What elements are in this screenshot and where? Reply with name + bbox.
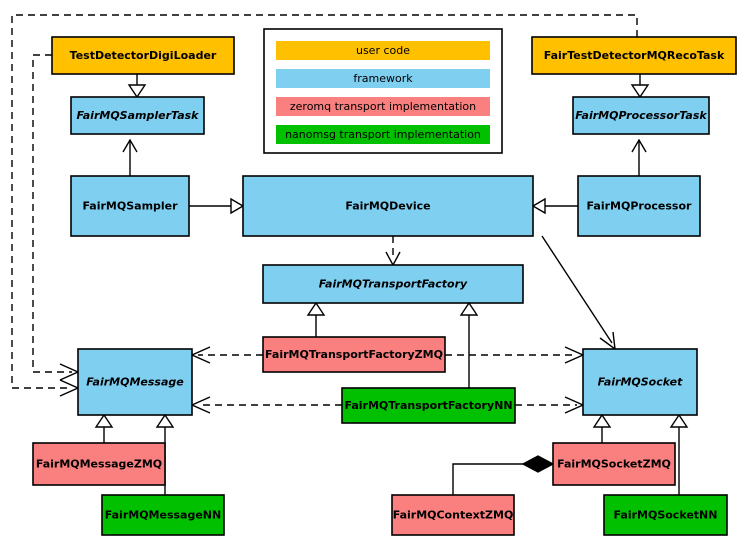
class-node-FairMQSocket[interactable]: FairMQSocket	[582, 348, 698, 416]
class-node-rect	[51, 36, 235, 75]
legend-item-1: framework	[276, 69, 490, 88]
class-node-FairMQMessageZMQ[interactable]: FairMQMessageZMQ	[32, 442, 166, 486]
class-node-rect	[101, 494, 225, 536]
class-node-label: FairMQDevice	[345, 200, 430, 213]
class-node-label: FairMQSocketNN	[614, 509, 718, 522]
legend-item-0: user code	[276, 41, 490, 60]
class-node-rect	[70, 96, 205, 135]
class-node-label: FairMQProcessor	[587, 200, 692, 213]
class-node-label: FairMQProcessorTask	[575, 109, 707, 122]
edge-recotask-message-path	[11, 14, 638, 389]
class-node-label: FairMQSampler	[82, 200, 178, 213]
class-node-FairMQProcessor[interactable]: FairMQProcessor	[577, 175, 701, 237]
class-node-label: FairTestDetectorMQRecoTask	[544, 49, 725, 62]
legend-swatch	[276, 69, 490, 88]
legend-swatch	[276, 125, 490, 144]
class-node-rect	[572, 96, 710, 135]
hollow-triangle-socketnn-socket	[669, 413, 689, 428]
open-arrow-sampler-samplertask	[122, 138, 138, 153]
legend-swatch	[276, 97, 490, 116]
edge-device-socket-path	[541, 235, 613, 344]
hollow-triangle-messagenn-message	[155, 413, 175, 428]
class-node-label: TestDetectorDigiLoader	[70, 49, 217, 62]
class-node-FairMQProcessorTask[interactable]: FairMQProcessorTask	[572, 96, 710, 135]
hollow-triangle-socketzmq-socket	[592, 413, 612, 428]
class-node-rect	[262, 336, 446, 373]
class-node-FairMQTransportFactoryNN[interactable]: FairMQTransportFactoryNN	[341, 387, 516, 424]
class-node-FairMQSocketZMQ[interactable]: FairMQSocketZMQ	[552, 442, 676, 486]
hollow-triangle-messagezmq-message	[94, 413, 114, 428]
class-node-FairMQContextZMQ[interactable]: FairMQContextZMQ	[391, 494, 515, 536]
hollow-triangle-factoryzmq-factory	[306, 301, 326, 316]
open-arrow-processor-processortask	[631, 138, 647, 153]
legend: user code framework zeromq transport imple…	[263, 28, 503, 154]
class-node-FairTestDetectorMQRecoTask[interactable]: FairTestDetectorMQRecoTask	[531, 36, 737, 75]
class-node-rect	[262, 264, 524, 304]
class-node-label: FairMQSamplerTask	[77, 109, 200, 122]
class-node-FairMQMessageNN[interactable]: FairMQMessageNN	[101, 494, 225, 536]
legend-label: nanomsg transport implementation	[285, 128, 481, 141]
edge-layer-dependencies	[11, 14, 638, 406]
hollow-triangle-digiloader-samplertask	[127, 84, 147, 99]
hollow-triangle-sampler-device	[230, 197, 245, 215]
class-node-FairMQMessage[interactable]: FairMQMessage	[77, 348, 193, 416]
hollow-triangle-recotask-processortask	[630, 84, 650, 99]
class-node-TestDetectorDigiLoader[interactable]: TestDetectorDigiLoader	[51, 36, 235, 75]
class-node-label: FairMQMessageNN	[105, 509, 221, 522]
class-node-label: FairMQTransportFactory	[319, 278, 468, 291]
class-node-label: FairMQSocket	[598, 376, 684, 389]
class-node-rect	[603, 494, 728, 536]
class-node-rect	[242, 175, 534, 237]
class-node-rect	[391, 494, 515, 536]
class-node-FairMQSampler[interactable]: FairMQSampler	[70, 175, 190, 237]
class-node-rect	[552, 442, 676, 486]
legend-label: user code	[356, 44, 410, 57]
legend-swatch	[276, 41, 490, 60]
class-node-label: FairMQMessage	[86, 376, 184, 389]
class-node-label: FairMQTransportFactoryNN	[344, 399, 512, 412]
class-node-label: FairMQTransportFactoryZMQ	[265, 348, 443, 361]
hollow-triangle-processor-device	[531, 197, 546, 215]
class-node-FairMQTransportFactory[interactable]: FairMQTransportFactory	[262, 264, 524, 304]
legend-item-2: zeromq transport implementation	[276, 97, 490, 116]
class-node-rect	[531, 36, 737, 75]
hollow-triangle-factorynn-factory	[459, 301, 479, 316]
class-node-rect	[577, 175, 701, 237]
class-node-rect	[582, 348, 698, 416]
class-node-label: FairMQContextZMQ	[393, 509, 514, 522]
class-node-FairMQDevice[interactable]: FairMQDevice	[242, 175, 534, 237]
edge-socketzmq-contextzmq-path	[452, 463, 536, 495]
legend-item-3: nanomsg transport implementation	[276, 125, 490, 144]
class-node-layer: TestDetectorDigiLoader FairTestDetectorMQ…	[32, 36, 737, 536]
class-node-label: FairMQSocketZMQ	[557, 458, 671, 471]
class-node-rect	[341, 387, 516, 424]
class-node-rect	[77, 348, 193, 416]
filled-diamond-socketzmq-contextzmq	[521, 455, 555, 473]
class-node-rect	[32, 442, 166, 486]
class-node-rect	[70, 175, 190, 237]
class-node-FairMQTransportFactoryZMQ[interactable]: FairMQTransportFactoryZMQ	[262, 336, 446, 373]
legend-label: framework	[353, 72, 413, 85]
class-node-FairMQSocketNN[interactable]: FairMQSocketNN	[603, 494, 728, 536]
legend-label: zeromq transport implementation	[290, 100, 476, 113]
class-node-FairMQSamplerTask[interactable]: FairMQSamplerTask	[70, 96, 205, 135]
class-node-label: FairMQMessageZMQ	[36, 458, 162, 471]
